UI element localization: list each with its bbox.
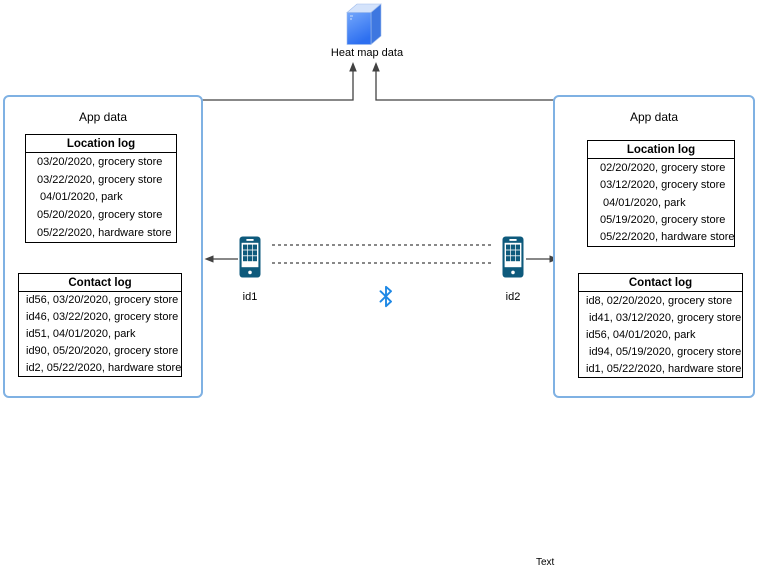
panel-title-left: App data <box>78 110 128 124</box>
table-row: 04/01/2020, park <box>603 196 686 209</box>
table-row: id2, 05/22/2020, hardware store <box>26 361 182 374</box>
table-row: 05/20/2020, grocery store <box>37 209 163 222</box>
table-row: id94, 05/19/2020, grocery store <box>589 345 742 358</box>
table-header: Location log <box>26 135 176 153</box>
arrowhead-up-right <box>372 62 380 72</box>
arrowhead-left <box>204 255 214 263</box>
table-row: 03/20/2020, grocery store <box>37 155 163 168</box>
table-row: id1, 05/22/2020, hardware store <box>586 362 742 375</box>
bluetooth-icon <box>378 285 394 313</box>
table-row: 03/12/2020, grocery store <box>600 179 726 192</box>
footer-text-label: Text <box>536 557 555 568</box>
smartphone-keypad-icon-id1 <box>239 236 261 278</box>
table-header: Location log <box>588 141 734 159</box>
table-header: Contact log <box>579 274 742 292</box>
phone-label-id1: id1 <box>242 291 258 303</box>
table-row: 05/22/2020, hardware store <box>37 227 172 240</box>
table-row: 03/22/2020, grocery store <box>37 173 163 186</box>
arrowhead-up-left <box>349 62 357 72</box>
table-row: id56, 04/01/2020, park <box>586 328 696 341</box>
table-row: 02/20/2020, grocery store <box>600 161 726 174</box>
arrow-phone1-to-left-panel <box>204 255 238 263</box>
location-log-table-left: Location log 03/20/2020, grocery store 0… <box>25 134 177 243</box>
smartphone-keypad-icon-id2 <box>502 236 524 278</box>
heatmap-label: Heat map data <box>330 47 404 59</box>
table-row: id8, 02/20/2020, grocery store <box>586 294 733 307</box>
table-row: id56, 03/20/2020, grocery store <box>26 294 179 307</box>
table-row: id41, 03/12/2020, grocery store <box>589 311 742 324</box>
location-log-table-right: Location log 02/20/2020, grocery store 0… <box>587 140 735 247</box>
database-3d-icon <box>346 3 382 46</box>
panel-title-right: App data <box>629 110 679 124</box>
contact-log-table-right: Contact log id8, 02/20/2020, grocery sto… <box>578 273 743 378</box>
table-row: 05/19/2020, grocery store <box>600 213 726 226</box>
contact-log-table-left: Contact log id56, 03/20/2020, grocery st… <box>18 273 182 377</box>
phone-label-id2: id2 <box>505 291 521 303</box>
table-row: id51, 04/01/2020, park <box>26 327 136 340</box>
table-row: 05/22/2020, hardware store <box>600 231 735 244</box>
connector-left-to-heatmap <box>177 62 357 134</box>
table-header: Contact log <box>19 274 181 292</box>
table-row: id46, 03/22/2020, grocery store <box>26 311 179 324</box>
table-row: 04/01/2020, park <box>40 191 123 204</box>
table-row: id90, 05/20/2020, grocery store <box>26 344 179 357</box>
